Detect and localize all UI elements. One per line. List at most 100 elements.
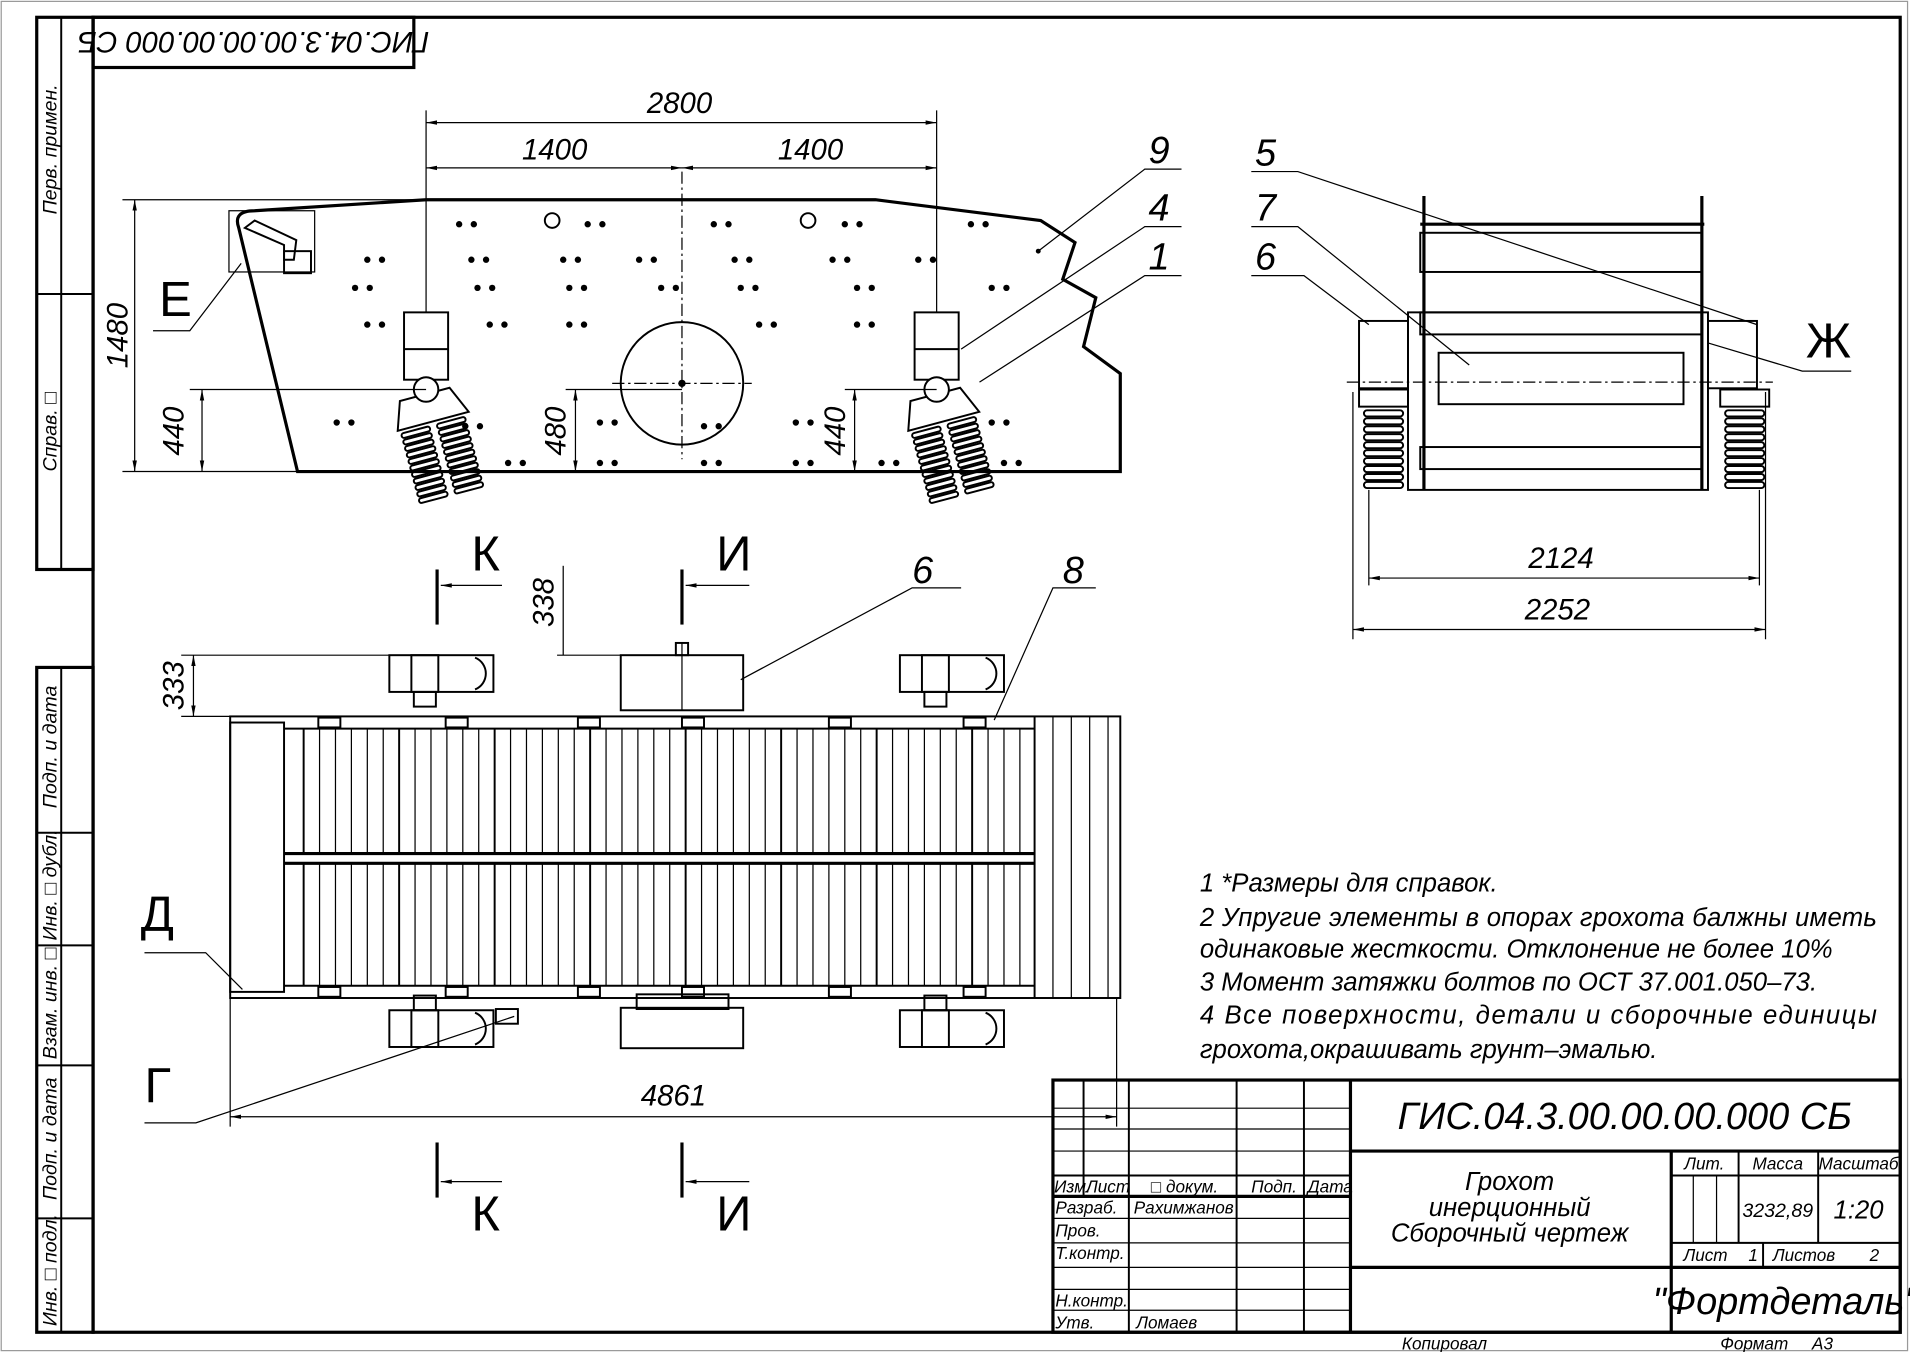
margin-podp-data-2: Подп. и дата bbox=[39, 1077, 61, 1200]
bolt-hole bbox=[574, 256, 582, 263]
dim-2800: 2800 bbox=[646, 87, 713, 120]
section-k-top: К bbox=[471, 528, 500, 582]
bolt-hole bbox=[599, 221, 606, 228]
tb-massa: 3232,89 bbox=[1742, 1200, 1813, 1222]
spring-support-plan bbox=[898, 1009, 1005, 1048]
bolt-hole bbox=[829, 256, 836, 263]
callout-8: 8 bbox=[1063, 550, 1084, 592]
callout-6-plan: 6 bbox=[912, 550, 934, 592]
margin-labels: Перв. примен. Справ. □ Подп. и дата Инв.… bbox=[39, 84, 61, 1326]
bolt-hole bbox=[476, 423, 484, 430]
bolt-hole bbox=[770, 321, 777, 328]
note-4a: 4 Все поверхности, детали и сборочные ед… bbox=[1200, 1002, 1877, 1030]
bolt-hole bbox=[807, 459, 814, 467]
tb-hdr-izm: Изм. bbox=[1054, 1177, 1091, 1197]
tb-kopiroval: Копировал bbox=[1402, 1333, 1488, 1352]
bolt-hole bbox=[715, 459, 722, 467]
bolt-hole bbox=[482, 256, 490, 263]
bolt-hole bbox=[566, 321, 573, 328]
plan-spring-supports bbox=[388, 654, 1005, 1048]
view-label-zh: Ж bbox=[1806, 315, 1851, 369]
bolt-hole bbox=[844, 256, 851, 263]
bolt-hole bbox=[486, 321, 493, 328]
bolt-hole bbox=[967, 221, 975, 228]
bolt-hole bbox=[853, 321, 861, 328]
bolt-holes bbox=[333, 221, 1022, 467]
bolt-hole bbox=[868, 284, 875, 292]
view-label-d: Д bbox=[141, 888, 174, 942]
callout-9: 9 bbox=[1148, 130, 1169, 172]
view-label-e: Е bbox=[159, 273, 192, 327]
bolt-hole bbox=[351, 284, 359, 292]
spring-support-plan bbox=[388, 654, 495, 693]
tb-name-3: Сборочный чертеж bbox=[1391, 1220, 1630, 1248]
bolt-hole bbox=[504, 459, 512, 467]
bolt-hole bbox=[725, 221, 732, 228]
tb-hdr-podp: Подп. bbox=[1251, 1177, 1297, 1197]
bolt-hole bbox=[611, 459, 618, 467]
bolt-hole bbox=[366, 284, 373, 292]
technical-notes: 1 *Размеры для справок. 2 Упругие элемен… bbox=[1199, 869, 1877, 1064]
bolt-hole bbox=[982, 221, 989, 228]
bolt-hole bbox=[635, 256, 643, 263]
callout-6-end: 6 bbox=[1255, 237, 1277, 279]
note-2b: одинаковые жесткости. Отклонение не боле… bbox=[1200, 936, 1833, 964]
bolt-hole bbox=[364, 256, 371, 263]
tb-role-prov: Пров. bbox=[1055, 1221, 1100, 1241]
tb-name-utv: Ломаев bbox=[1135, 1313, 1197, 1333]
bolt-hole bbox=[792, 419, 800, 426]
tb-masshtab: 1:20 bbox=[1834, 1196, 1885, 1224]
bolt-hole bbox=[700, 459, 708, 467]
bolt-hole bbox=[988, 419, 995, 426]
note-3: 3 Момент затяжки болтов по ОСТ 37.001.05… bbox=[1200, 969, 1817, 997]
end-view: 2124 2252 5 7 6 Ж bbox=[1251, 132, 1852, 640]
bolt-hole bbox=[700, 423, 708, 430]
dim-2124: 2124 bbox=[1527, 542, 1593, 575]
bolt-hole bbox=[1003, 419, 1010, 426]
callout-7: 7 bbox=[1255, 188, 1278, 230]
support-bracket bbox=[913, 311, 960, 381]
title-block: ГИС.04.3.00.00.00.000 СБ Грохот инерцион… bbox=[1051, 1078, 1910, 1352]
end-spring-supports bbox=[1358, 388, 1771, 490]
bolt-hole bbox=[755, 321, 763, 328]
bolt-hole bbox=[752, 284, 759, 292]
note-4b: грохота,окрашивать грунт–эмалью. bbox=[1200, 1036, 1658, 1064]
tb-sheet-label: Лист bbox=[1682, 1245, 1727, 1265]
spring-icon bbox=[396, 386, 485, 504]
bolt-hole bbox=[474, 284, 481, 292]
bolt-hole bbox=[596, 419, 604, 426]
spring-icon bbox=[907, 386, 995, 504]
section-k-bottom: К bbox=[471, 1188, 500, 1242]
bolt-hole bbox=[807, 419, 814, 426]
bolt-hole bbox=[580, 284, 588, 292]
tb-sheets: 2 bbox=[1869, 1245, 1880, 1265]
bolt-hole bbox=[868, 321, 875, 328]
tb-hdr-massa: Масса bbox=[1752, 1153, 1803, 1173]
plan-view: К И К И 333 338 4861 6 8 Д Г bbox=[141, 528, 1122, 1242]
bolt-hole bbox=[1015, 459, 1022, 467]
bolt-hole bbox=[489, 284, 496, 292]
dim-2252: 2252 bbox=[1524, 594, 1590, 627]
tb-role-razrab: Разраб. bbox=[1055, 1197, 1117, 1217]
bolt-hole bbox=[455, 221, 463, 228]
margin-podp-data-1: Подп. и дата bbox=[39, 686, 61, 809]
margin-inv-podl: Инв. □ подл. bbox=[39, 1214, 61, 1326]
callout-5: 5 bbox=[1255, 132, 1277, 174]
tb-role-tkontr: Т.контр. bbox=[1055, 1243, 1124, 1263]
vibrator-bottom bbox=[619, 1006, 745, 1050]
margin-vzam-inv: Взам. инв. □ bbox=[39, 947, 61, 1059]
bolt-hole bbox=[580, 321, 588, 328]
bolt-hole bbox=[746, 256, 753, 263]
dim-440-right: 440 bbox=[819, 406, 852, 456]
tb-name-2: инерционный bbox=[1429, 1194, 1591, 1222]
rotated-code-stamp: ГИС.04.3.00.00.00.000 СБ bbox=[78, 15, 429, 70]
margin-inv-dubl: Инв. □ дубл. bbox=[39, 829, 61, 940]
view-label-g: Г bbox=[144, 1059, 171, 1113]
bolt-hole bbox=[519, 459, 526, 467]
bolt-hole bbox=[715, 423, 722, 430]
callout-1: 1 bbox=[1148, 237, 1169, 279]
bolt-hole bbox=[1003, 284, 1010, 292]
dim-338: 338 bbox=[527, 577, 560, 627]
tb-role-utv: Утв. bbox=[1054, 1313, 1094, 1333]
